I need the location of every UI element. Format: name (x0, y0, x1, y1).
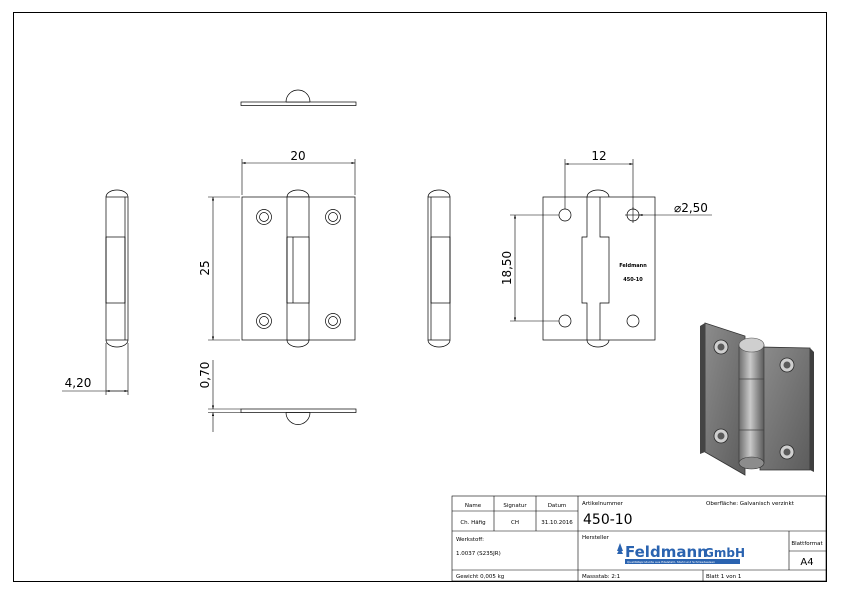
tb-col-signatur: Signatur (503, 503, 527, 509)
left-side-view (105, 189, 129, 348)
dim-hole-spacing-18-50: 18,50 (500, 251, 514, 285)
tb-werkstoff-value: 1.0037 (S235JR) (456, 551, 501, 557)
top-view (240, 89, 357, 106)
tb-signatur-value: CH (511, 520, 519, 526)
logo-suffix: GmbH (704, 546, 745, 560)
tb-oberflaeche: Oberfläche: Galvanisch verzinkt (706, 501, 795, 507)
right-side-view (427, 189, 451, 348)
dim-width-20: 20 (290, 149, 305, 163)
tb-blatt: Blatt 1 von 1 (706, 574, 741, 580)
title-block (451, 495, 827, 582)
feldmann-logo: Feldmann GmbH Qualitätsprodukte aus Edel… (617, 543, 745, 564)
tb-datum-value: 31.10.2016 (541, 520, 573, 526)
tb-artikel-value: 450-10 (583, 512, 633, 528)
tb-hersteller-label: Hersteller (582, 535, 610, 541)
logo-text: Feldmann (625, 543, 708, 561)
dim-thickness-4-20: 4,20 (65, 376, 92, 390)
logo-tagline: Qualitätsprodukte aus Edelstahl, Stahl u… (627, 560, 715, 564)
tb-gewicht: Gewicht 0,005 kg (456, 574, 504, 580)
isometric-view (700, 322, 814, 476)
part-marking-number: 450-10 (623, 277, 643, 283)
tb-col-datum: Datum (548, 503, 567, 509)
dim-hole-diameter: ⌀2,50 (674, 201, 708, 215)
bottom-view (240, 408, 357, 425)
tb-artikel-label: Artikelnummer (582, 501, 624, 507)
tb-blattformat-label: Blattformat (791, 541, 823, 547)
tb-col-name: Name (465, 503, 482, 509)
front-view (241, 189, 356, 348)
dim-hole-spacing-12: 12 (591, 149, 606, 163)
tb-massstab: Massstab: 2:1 (582, 574, 620, 580)
dim-height-25: 25 (198, 260, 212, 275)
sheet-border (13, 12, 827, 582)
tb-blattformat-value: A4 (800, 557, 813, 568)
dimension-lines (62, 159, 712, 432)
dim-leaf-0-70: 0,70 (198, 362, 212, 389)
part-marking-brand: Feldmann (619, 263, 647, 269)
tb-werkstoff-label: Werkstoff: (456, 537, 484, 543)
tb-name-value: Ch. Häfig (460, 520, 485, 526)
